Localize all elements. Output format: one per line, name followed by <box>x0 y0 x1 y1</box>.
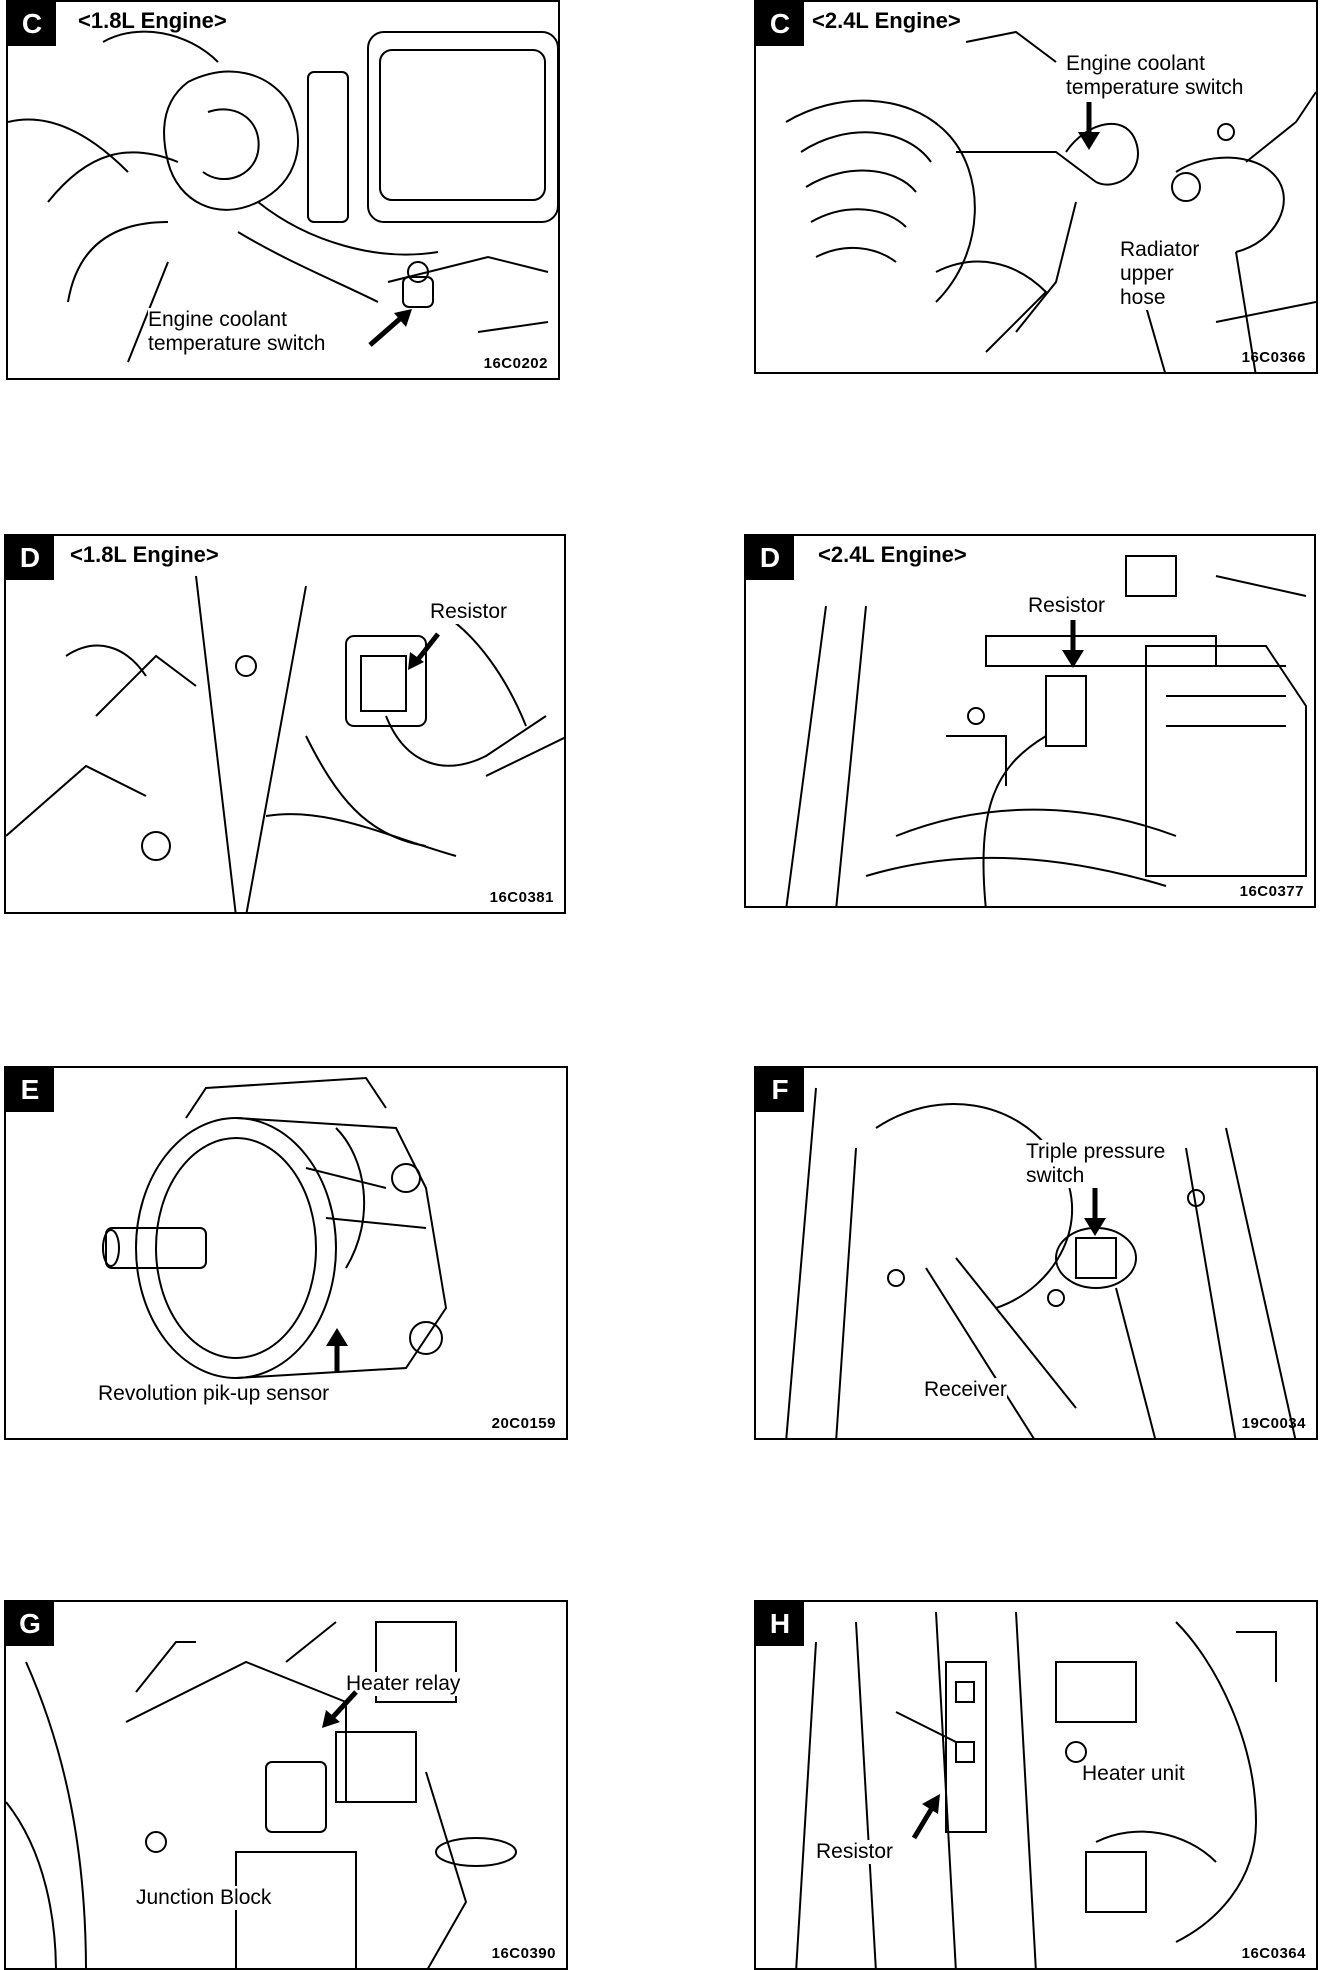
figure-code: 16C0366 <box>1241 349 1306 366</box>
panel-d-1-8l: D <1.8L Engine> Resistor 16C0381 <box>4 534 566 914</box>
resistor-1-8l-illustration <box>6 575 564 912</box>
triple-pressure-switch-label: Triple pressure switch <box>1026 1140 1166 1188</box>
panel-c-2-4l: C <2.4L Engine> Engine coolant temperatu… <box>754 0 1318 374</box>
engine-variant-label: <2.4L Engine> <box>818 542 967 567</box>
heater-relay-label: Heater relay <box>346 1672 461 1696</box>
figure-code: 16C0390 <box>491 1945 556 1962</box>
panel-d-2-4l: D <2.4L Engine> Resistor 16C0377 <box>744 534 1316 908</box>
pointer-arrow-icon <box>1062 620 1084 668</box>
section-letter-badge: H <box>756 1602 804 1646</box>
pointer-arrow-icon <box>911 1794 940 1840</box>
panel-f: F Triple pressure switch Receiver 19C003… <box>754 1066 1318 1440</box>
junction-block-illustration <box>6 1621 517 1968</box>
section-letter-badge: D <box>6 536 54 580</box>
heater-unit-illustration <box>795 1611 1277 1968</box>
engine-coolant-switch-illustration <box>8 30 558 363</box>
resistor-label: Resistor <box>1028 594 1106 618</box>
section-letter-badge: C <box>8 2 56 46</box>
section-letter-badge: C <box>756 2 804 46</box>
junction-block-label: Junction Block <box>136 1886 272 1910</box>
revolution-sensor-label: Revolution pik-up sensor <box>98 1382 330 1406</box>
section-letter-badge: F <box>756 1068 804 1112</box>
section-letter-badge: E <box>6 1068 54 1112</box>
panel-g: G Heater relay Junction Block 16C0390 <box>4 1600 568 1970</box>
engine-variant-label: <1.8L Engine> <box>70 542 219 567</box>
radiator-upper-hose-label: Radiator upper hose <box>1120 238 1200 310</box>
pointer-arrow-icon <box>322 1690 358 1728</box>
engine-variant-label: <2.4L Engine> <box>812 8 961 33</box>
figure-code: 16C0381 <box>489 889 554 906</box>
section-letter-badge: D <box>746 536 794 580</box>
receiver-label: Receiver <box>924 1378 1007 1402</box>
figure-code: 16C0202 <box>483 355 548 372</box>
panel-c-1-8l: C <1.8L Engine> Engine coolant temperatu… <box>6 0 560 380</box>
resistor-label: Resistor <box>816 1840 894 1864</box>
triple-pressure-switch-illustration <box>785 1087 1297 1438</box>
figure-code: 20C0159 <box>491 1415 556 1432</box>
engine-coolant-switch-label: Engine coolant temperature switch <box>1066 52 1244 100</box>
pointer-arrow-icon <box>368 309 412 347</box>
engine-variant-label: <1.8L Engine> <box>78 8 227 33</box>
figure-code: 16C0364 <box>1241 1945 1306 1962</box>
figure-code: 16C0377 <box>1239 883 1304 900</box>
panel-h: H Heater unit Resistor 16C0364 <box>754 1600 1318 1970</box>
compressor-illustration <box>102 1076 448 1379</box>
panel-e: E Revolution pik-up sensor 20C0159 <box>4 1066 568 1440</box>
section-letter-badge: G <box>6 1602 54 1646</box>
pointer-arrow-icon <box>408 632 440 670</box>
figure-code: 19C0034 <box>1241 1415 1306 1432</box>
pointer-arrow-icon <box>1078 102 1100 150</box>
engine-coolant-switch-label: Engine coolant temperature switch <box>148 308 326 356</box>
resistor-2-4l-illustration <box>785 555 1307 906</box>
pointer-arrow-icon <box>1084 1188 1106 1236</box>
resistor-label: Resistor <box>430 600 508 624</box>
heater-unit-label: Heater unit <box>1082 1762 1185 1786</box>
pointer-arrow-icon <box>326 1328 348 1372</box>
